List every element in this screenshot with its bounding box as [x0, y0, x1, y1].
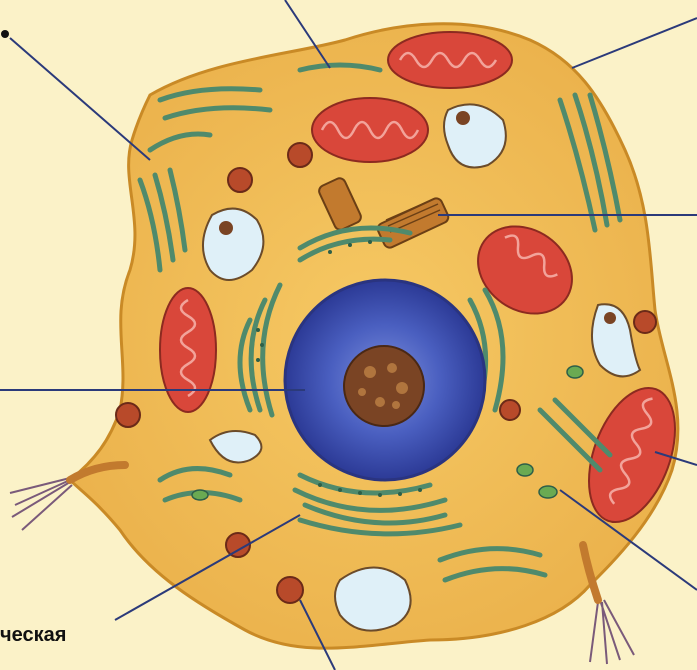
leader-line	[10, 38, 150, 160]
leader-dot	[1, 30, 9, 38]
mitochondrion	[388, 32, 512, 88]
nucleolus	[344, 346, 424, 426]
vacuole	[335, 568, 411, 631]
label-golgi-fragment: ческая	[0, 624, 66, 647]
leader-line	[572, 18, 697, 68]
mitochondrion	[160, 288, 216, 412]
